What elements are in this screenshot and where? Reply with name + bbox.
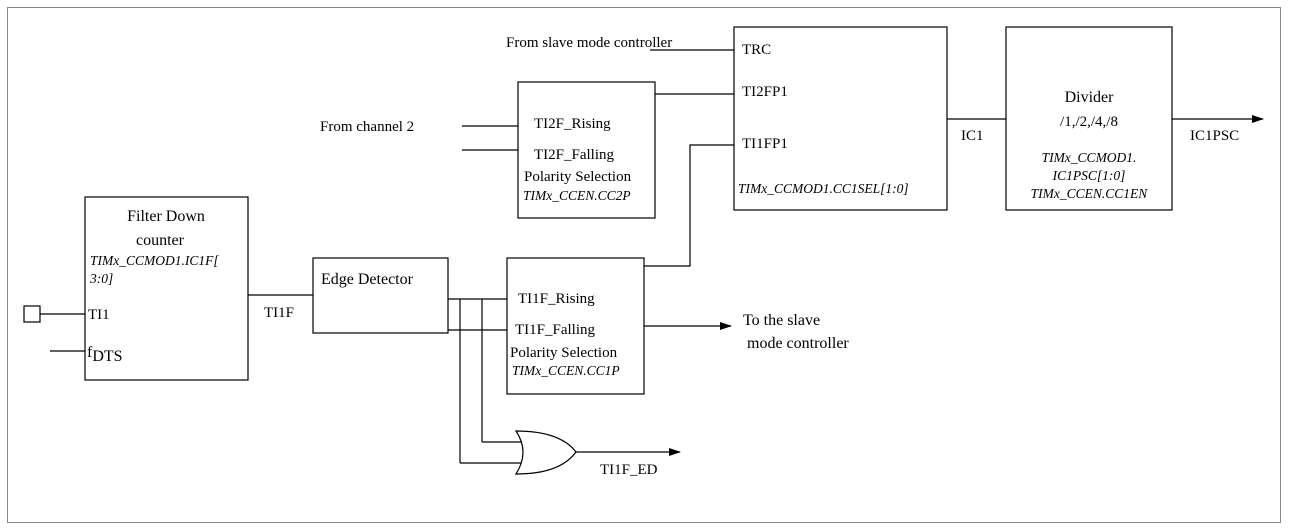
ic1psc-register-line2: IC1PSC[1:0]	[1052, 168, 1126, 183]
cc2p-register-label: TIMx_CCEN.CC2P	[523, 188, 631, 203]
ic1psc-register-line1: TIMx_CCMOD1.	[1042, 150, 1137, 165]
filter-down-counter-box	[84, 196, 249, 381]
ic1psc-label: IC1PSC	[1190, 128, 1239, 144]
ti2f-falling-label: TI2F_Falling	[534, 147, 615, 163]
ti1fp1-route-line	[644, 144, 734, 267]
divider-box	[1005, 26, 1173, 211]
from-slave-mode-label: From slave mode controller	[506, 35, 672, 51]
edge-detector-title: Edge Detector	[321, 271, 414, 288]
ti1fp1-label: TI1FP1	[742, 136, 788, 152]
cc1sel-register-label: TIMx_CCMOD1.CC1SEL[1:0]	[738, 181, 909, 196]
ic1f-register-line1: TIMx_CCMOD1.IC1F[	[90, 253, 219, 268]
or-gate	[514, 430, 577, 475]
ti2fp1-label: TI2FP1	[742, 84, 788, 100]
to-slave-line1: To the slave	[743, 312, 820, 329]
to-slave-line2: mode controller	[747, 335, 849, 352]
ti1f-falling-label: TI1F_Falling	[515, 322, 596, 338]
ti1f-rising-label: TI1F_Rising	[518, 291, 595, 307]
ti1-label: TI1	[88, 307, 110, 323]
cc1sel-selector-box	[733, 26, 948, 211]
cc1p-register-label: TIMx_CCEN.CC1P	[512, 363, 620, 378]
polarity-selection-ch2-box	[517, 81, 656, 219]
cc1en-register-label: TIMx_CCEN.CC1EN	[1031, 186, 1149, 201]
trc-label: TRC	[742, 42, 771, 58]
ti1-input-pin	[23, 305, 41, 323]
edge-detector-box	[312, 257, 449, 334]
divider-title: Divider	[1065, 89, 1115, 106]
ti1f-ed-label: TI1F_ED	[600, 462, 658, 478]
ti2f-rising-label: TI2F_Rising	[534, 116, 611, 132]
ic1f-register-line2: 3:0]	[89, 271, 113, 286]
polarity-selection-ch2-title: Polarity Selection	[524, 169, 632, 185]
polarity-selection-ch1-box	[506, 257, 645, 395]
from-channel2-label: From channel 2	[320, 119, 414, 135]
ic1-label: IC1	[961, 128, 984, 144]
polarity-selection-ch1-title: Polarity Selection	[510, 345, 618, 361]
fdts-main: f	[87, 344, 93, 361]
fdts-label: fDTS	[87, 344, 123, 365]
ti1f-label: TI1F	[264, 305, 294, 321]
fdts-subscript: DTS	[92, 348, 122, 365]
divider-ratios: /1,/2,/4,/8	[1060, 114, 1118, 130]
filter-title-line2: counter	[136, 232, 185, 249]
filter-title-line1: Filter Down	[127, 208, 205, 225]
